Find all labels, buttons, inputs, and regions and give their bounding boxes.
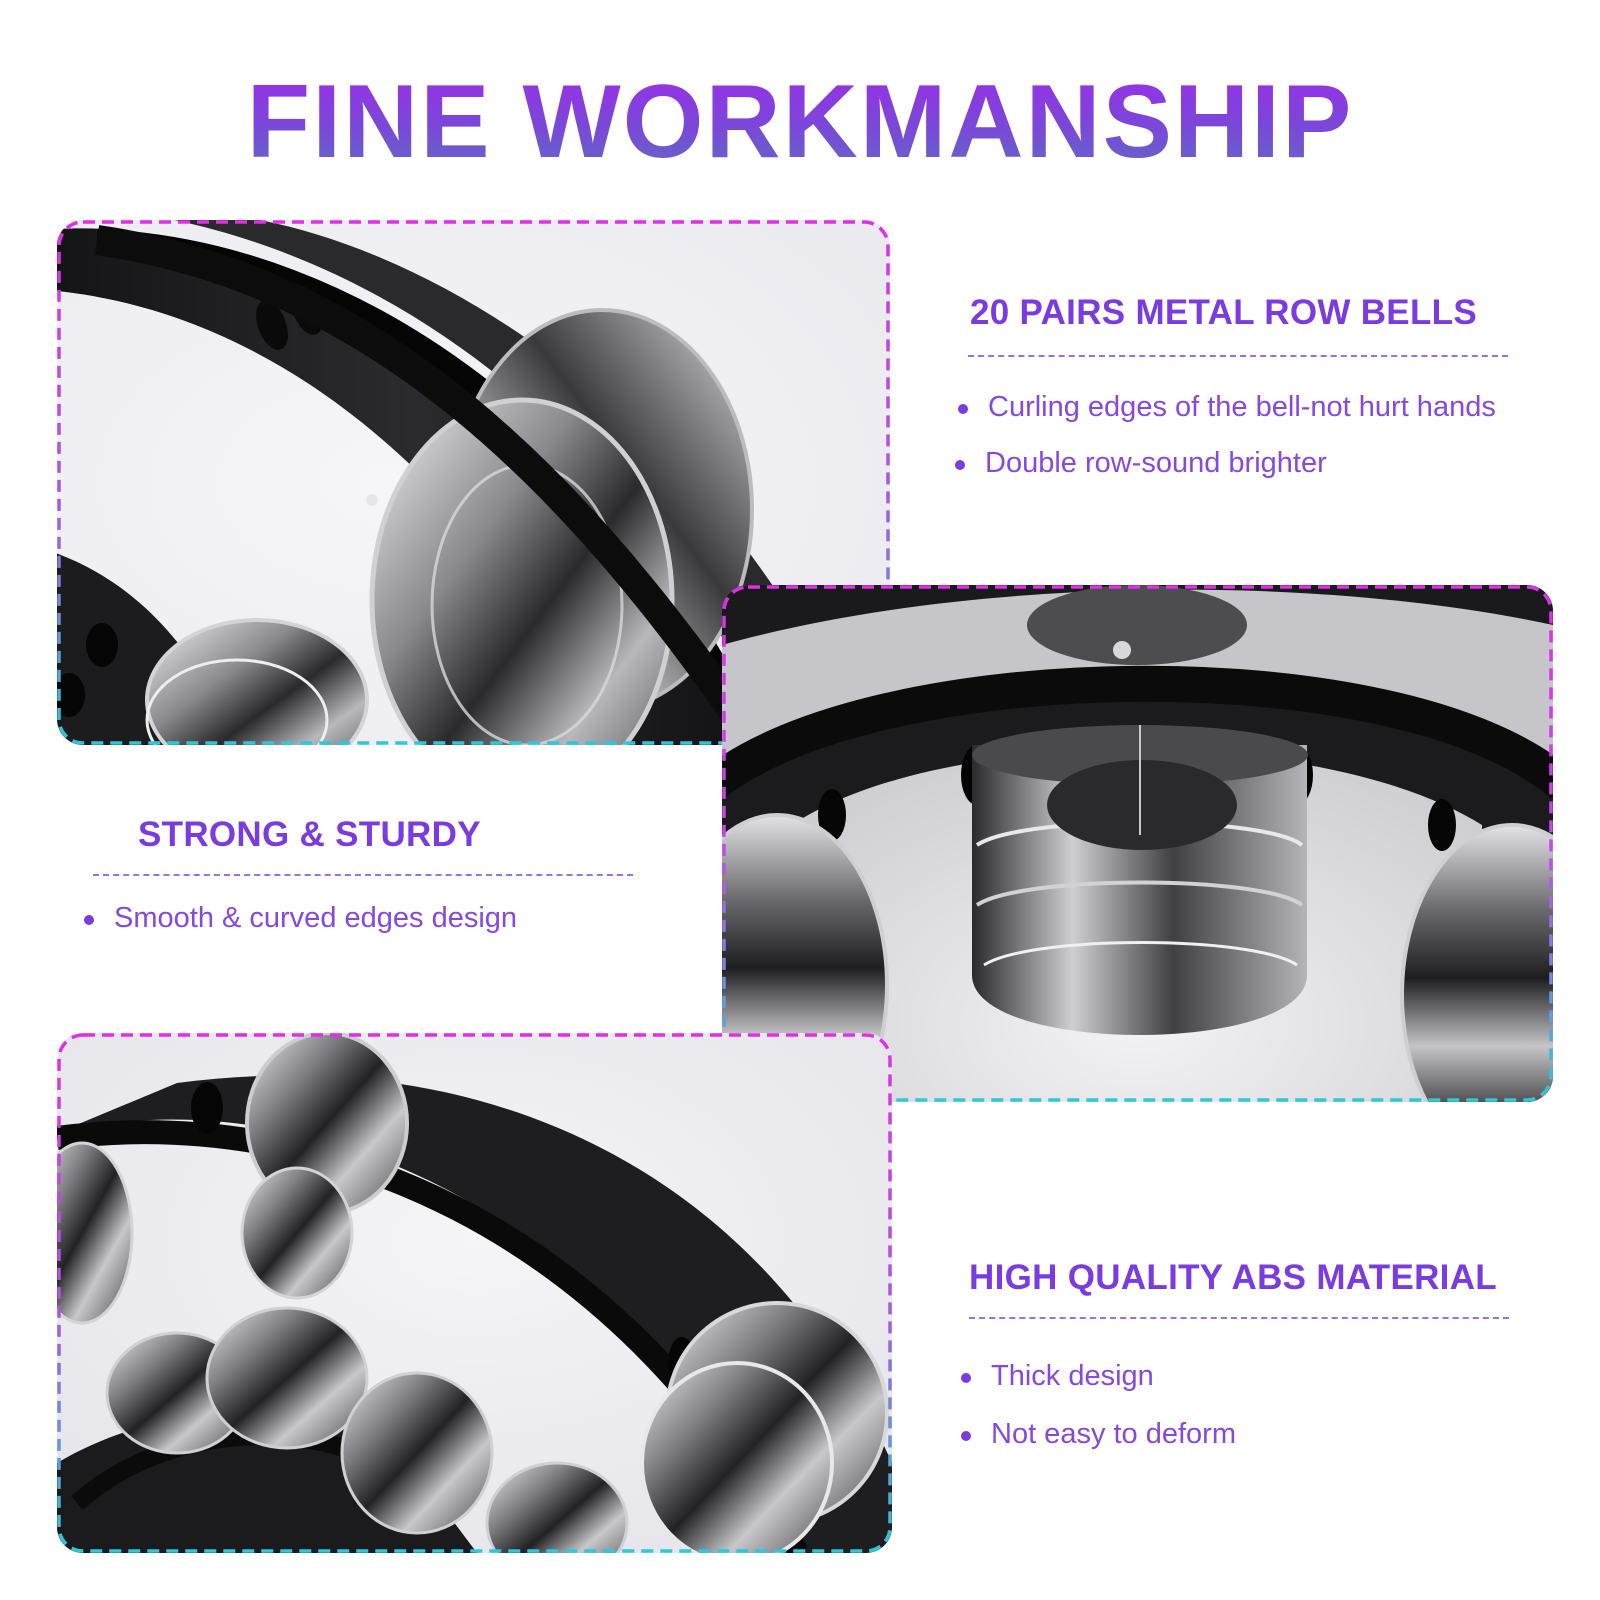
bullet-dot-icon (961, 1373, 971, 1383)
product-photo-jingle-closeup (57, 220, 890, 745)
bullet-dot-icon (84, 915, 94, 925)
page-title: FINE WORKMANSHIP (0, 70, 1600, 174)
feature-bullet: Double row-sound brighter (955, 435, 1508, 491)
feature-bullet-list: Curling edges of the bell-not hurt hands… (955, 379, 1508, 491)
feature-heading: STRONG & STURDY (138, 815, 481, 854)
feature-heading: HIGH QUALITY ABS MATERIAL (969, 1258, 1497, 1297)
feature-bullet-list: Smooth & curved edges design (84, 898, 633, 938)
feature-metal-bells: 20 PAIRS METAL ROW BELLS Curling edges o… (955, 293, 1508, 491)
dashed-divider (968, 355, 1508, 357)
dashed-divider (969, 1317, 1509, 1319)
bullet-dot-icon (955, 460, 965, 470)
feature-bullet: Curling edges of the bell-not hurt hands (958, 379, 1508, 435)
feature-abs-material: HIGH QUALITY ABS MATERIAL Thick design N… (961, 1258, 1509, 1463)
feature-heading: 20 PAIRS METAL ROW BELLS (970, 293, 1477, 332)
feature-bullet: Thick design (961, 1347, 1509, 1405)
tambourine-double-row-image (722, 585, 1553, 1102)
product-photo-double-row-top-view (722, 585, 1553, 1102)
tambourine-abs-frame-image (57, 1033, 892, 1553)
feature-bullet: Not easy to deform (961, 1405, 1509, 1463)
product-photo-abs-frame (57, 1033, 892, 1553)
dashed-divider (93, 874, 633, 876)
bullet-dot-icon (961, 1431, 971, 1441)
bullet-dot-icon (958, 404, 968, 414)
feature-strong-sturdy: STRONG & STURDY Smooth & curved edges de… (84, 815, 633, 938)
feature-bullet-list: Thick design Not easy to deform (961, 1347, 1509, 1463)
feature-bullet: Smooth & curved edges design (84, 898, 633, 938)
